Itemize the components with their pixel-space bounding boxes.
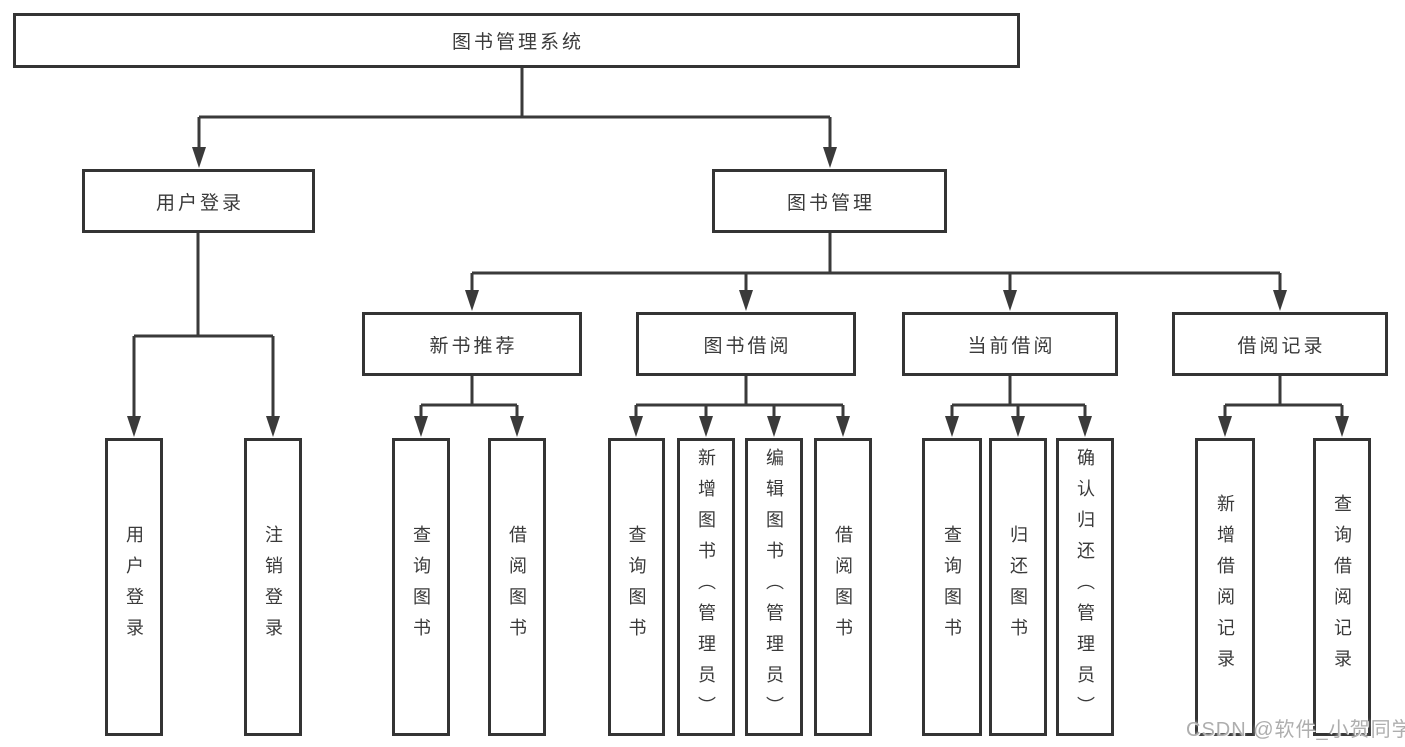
node-label: 图书借阅 [703, 335, 792, 357]
node-borrow-records: 借阅记录 [1172, 312, 1388, 376]
arrowhead-icon [1078, 416, 1092, 437]
connector-current-borrow-branch [945, 376, 1092, 437]
connector-book-borrow-branch [629, 376, 850, 437]
node-label: 查询图书 [942, 525, 962, 649]
arrowhead-icon [1003, 290, 1017, 311]
connector-line [950, 376, 1087, 420]
leaf-query-books-recommend: 查询图书 [392, 438, 450, 736]
leaf-logout: 注销登录 [244, 438, 302, 736]
arrowhead-icon [699, 416, 713, 437]
arrowhead-icon [1218, 416, 1232, 437]
arrowhead-icon [266, 416, 280, 437]
connector-line [470, 233, 1282, 294]
watermark: CSDN @软件_小贺同学 [1186, 719, 1405, 741]
connector-book-management-branch [465, 233, 1287, 311]
node-label: 新书推荐 [429, 335, 518, 357]
arrowhead-icon [1011, 416, 1025, 437]
connector-line [197, 68, 832, 151]
connector-root-to-level1 [192, 68, 837, 168]
connector-line [634, 376, 845, 420]
connector-new-book-branch [414, 376, 524, 437]
node-label: 当前借阅 [967, 335, 1056, 357]
node-new-book-recommend: 新书推荐 [362, 312, 582, 376]
arrowhead-icon [739, 290, 753, 311]
node-book-management: 图书管理 [712, 169, 947, 233]
arrowhead-icon [823, 147, 837, 168]
arrowhead-icon [1335, 416, 1349, 437]
node-label: 图书管理 [786, 192, 875, 214]
node-library-system: 图书管理系统 [13, 13, 1020, 68]
node-label: 查询图书 [411, 525, 431, 649]
arrowhead-icon [192, 147, 206, 168]
arrowhead-icon [465, 290, 479, 311]
node-label: 编辑图书（管理员） [764, 447, 784, 727]
leaf-confirm-return-admin: 确认归还（管理员） [1056, 438, 1114, 736]
node-label: 新增借阅记录 [1215, 494, 1235, 680]
node-label: 归还图书 [1008, 525, 1028, 649]
node-label: 新增图书（管理员） [696, 447, 716, 727]
node-current-borrow: 当前借阅 [902, 312, 1118, 376]
node-label: 借阅图书 [833, 525, 853, 649]
arrowhead-icon [945, 416, 959, 437]
node-label: 用户登录 [124, 525, 144, 649]
node-book-borrow: 图书借阅 [636, 312, 856, 376]
node-label: 用户登录 [155, 192, 244, 214]
arrowhead-icon [414, 416, 428, 437]
node-label: 借阅图书 [507, 525, 527, 649]
node-label: 注销登录 [263, 525, 283, 649]
arrowhead-icon [836, 416, 850, 437]
node-label: 图书管理系统 [451, 32, 584, 53]
arrowhead-icon [127, 416, 141, 437]
leaf-edit-books-admin: 编辑图书（管理员） [745, 438, 803, 736]
leaf-add-books-admin: 新增图书（管理员） [677, 438, 735, 736]
node-label: 借阅记录 [1237, 335, 1326, 357]
connector-line [419, 376, 519, 420]
leaf-borrow-books: 借阅图书 [814, 438, 872, 736]
leaf-query-books-borrow: 查询图书 [608, 438, 665, 736]
leaf-query-borrow-record: 查询借阅记录 [1313, 438, 1371, 736]
arrowhead-icon [629, 416, 643, 437]
connector-user-login-branch [127, 233, 280, 437]
node-user-login: 用户登录 [82, 169, 315, 233]
node-label: 查询图书 [626, 525, 647, 649]
node-label: 查询借阅记录 [1332, 494, 1352, 680]
connector-line [132, 233, 275, 420]
arrowhead-icon [510, 416, 524, 437]
leaf-user-login: 用户登录 [105, 438, 163, 736]
leaf-add-borrow-record: 新增借阅记录 [1195, 438, 1255, 736]
leaf-query-books-current: 查询图书 [922, 438, 982, 736]
connector-borrow-records-branch [1218, 376, 1349, 437]
node-label: 确认归还（管理员） [1075, 447, 1095, 727]
leaf-borrow-books-recommend: 借阅图书 [488, 438, 546, 736]
leaf-return-books: 归还图书 [989, 438, 1047, 736]
connector-line [1223, 376, 1344, 420]
arrowhead-icon [1273, 290, 1287, 311]
arrowhead-icon [767, 416, 781, 437]
